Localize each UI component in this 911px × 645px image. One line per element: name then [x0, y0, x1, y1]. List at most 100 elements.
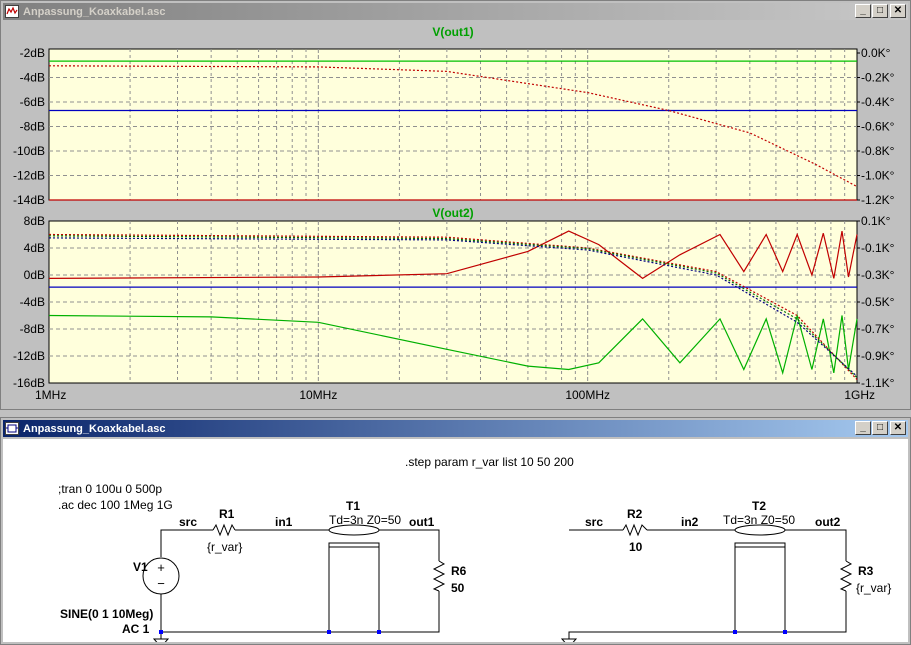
minimize-button[interactable]: _ — [855, 4, 871, 18]
step-directive[interactable]: .step param r_var list 10 50 200 — [405, 455, 574, 469]
trace-line[interactable] — [48, 65, 858, 188]
schematic-canvas[interactable]: ;tran 0 100u 0 500p .ac dec 100 1Meg 1G … — [3, 439, 908, 642]
net-label-src: src — [585, 515, 603, 529]
y-tick-label-right: -0.6K° — [861, 120, 895, 134]
wire[interactable] — [785, 529, 847, 561]
ground-icon — [560, 638, 578, 642]
close-button[interactable]: ✕ — [890, 4, 906, 18]
y-tick-label-left: -4dB — [20, 295, 45, 309]
y-tick-label-right: -0.9K° — [861, 349, 895, 363]
transmission-line-t1[interactable] — [328, 524, 380, 633]
circuit-2 — [568, 529, 847, 639]
y-tick-label-left: -12dB — [13, 169, 45, 183]
y-tick-label-right: -0.8K° — [861, 144, 895, 158]
wire[interactable] — [568, 591, 847, 639]
net-label-out1: out1 — [409, 515, 435, 529]
trace-title[interactable]: V(out1) — [432, 25, 473, 39]
t1-label: T1 — [346, 499, 360, 513]
t2-value: Td=3n Z0=50 — [723, 513, 795, 527]
wire[interactable] — [160, 529, 213, 549]
ground-icon — [152, 638, 170, 642]
v1-label: V1 — [133, 560, 148, 574]
ac-directive[interactable]: .ac dec 100 1Meg 1G — [58, 498, 173, 512]
x-tick-label: 10MHz — [299, 388, 337, 402]
r6-label: R6 — [451, 564, 467, 578]
y-tick-label-left: -8dB — [20, 120, 45, 134]
voltage-source-v1[interactable]: + − — [142, 549, 180, 602]
y-tick-label-right: -0.2K° — [861, 71, 895, 85]
r1-label: R1 — [219, 507, 235, 521]
y-tick-label-left: -2dB — [20, 46, 45, 60]
r3-label: R3 — [858, 564, 874, 578]
y-tick-label-right: -0.5K° — [861, 295, 895, 309]
resistor-r6[interactable] — [432, 560, 446, 592]
svg-text:+: + — [157, 560, 165, 575]
v1-value: SINE(0 1 10Meg) — [60, 607, 153, 621]
y-tick-label-left: 4dB — [24, 241, 45, 255]
y-tick-label-right: -0.3K° — [861, 268, 895, 282]
wire[interactable] — [160, 591, 440, 633]
plot-pane[interactable] — [48, 48, 858, 201]
y-tick-label-left: -12dB — [13, 349, 45, 363]
v1-ac-value: AC 1 — [122, 622, 150, 636]
y-tick-label-left: -10dB — [13, 144, 45, 158]
maximize-button[interactable]: □ — [872, 421, 888, 435]
trace-line[interactable] — [48, 313, 858, 376]
minimize-button[interactable]: _ — [855, 421, 871, 435]
waveform-icon — [5, 5, 19, 18]
y-tick-label-right: -1.0K° — [861, 169, 895, 183]
junction-dot — [327, 630, 331, 634]
trace-line[interactable] — [48, 230, 858, 280]
schematic-window-titlebar[interactable]: Anpassung_Koaxkabel.asc _ □ ✕ — [3, 420, 908, 437]
net-label-in1: in1 — [275, 515, 293, 529]
trace-line[interactable] — [48, 235, 858, 379]
trace-line[interactable] — [48, 233, 858, 381]
y-tick-label-right: -0.4K° — [861, 95, 895, 109]
junction-dot — [733, 630, 737, 634]
y-tick-label-right: -0.1K° — [861, 241, 895, 255]
schematic-icon — [5, 422, 19, 435]
plot-window-title: Anpassung_Koaxkabel.asc — [23, 5, 166, 18]
net-label-in2: in2 — [681, 515, 699, 529]
y-tick-label-left: -14dB — [13, 193, 45, 207]
schematic-drawing[interactable]: ;tran 0 100u 0 500p .ac dec 100 1Meg 1G … — [3, 439, 908, 642]
x-tick-label: 1MHz — [35, 388, 66, 402]
y-tick-label-left: -16dB — [13, 376, 45, 390]
circuit-1 — [160, 529, 440, 639]
r6-value: 50 — [451, 581, 465, 595]
y-tick-label-left: 0dB — [24, 268, 45, 282]
schematic-window-title: Anpassung_Koaxkabel.asc — [23, 422, 166, 435]
y-tick-label-left: 8dB — [24, 214, 45, 228]
r1-value: {r_var} — [207, 540, 242, 554]
trace-line[interactable] — [48, 237, 858, 377]
wire[interactable] — [379, 529, 440, 561]
r2-value: 10 — [629, 540, 643, 554]
resistor-r3[interactable] — [839, 560, 853, 592]
resistor-r2[interactable] — [622, 523, 648, 537]
junction-dot — [159, 630, 163, 634]
close-button[interactable]: ✕ — [890, 421, 906, 435]
tran-directive[interactable]: ;tran 0 100u 0 500p — [58, 482, 162, 496]
t2-label: T2 — [752, 499, 766, 513]
y-tick-label-right: -1.2K° — [861, 193, 895, 207]
svg-text:−: − — [157, 576, 165, 591]
x-tick-label: 1GHz — [844, 388, 875, 402]
plot-window-titlebar[interactable]: Anpassung_Koaxkabel.asc _ □ ✕ — [3, 3, 908, 20]
t1-value: Td=3n Z0=50 — [329, 513, 401, 527]
transmission-line-t2[interactable] — [734, 524, 786, 633]
y-tick-label-right: -0.7K° — [861, 322, 895, 336]
y-tick-label-right: -1.1K° — [861, 376, 895, 390]
trace-title[interactable]: V(out2) — [432, 206, 473, 220]
resistor-r1[interactable] — [212, 523, 236, 537]
maximize-button[interactable]: □ — [872, 4, 888, 18]
r3-value: {r_var} — [856, 581, 891, 595]
junction-dot — [377, 630, 381, 634]
junction-dot — [783, 630, 787, 634]
schematic-window[interactable]: Anpassung_Koaxkabel.asc _ □ ✕ ;tran 0 10… — [0, 417, 911, 645]
y-tick-label-left: -8dB — [20, 322, 45, 336]
r2-label: R2 — [627, 507, 643, 521]
net-label-src: src — [179, 515, 197, 529]
